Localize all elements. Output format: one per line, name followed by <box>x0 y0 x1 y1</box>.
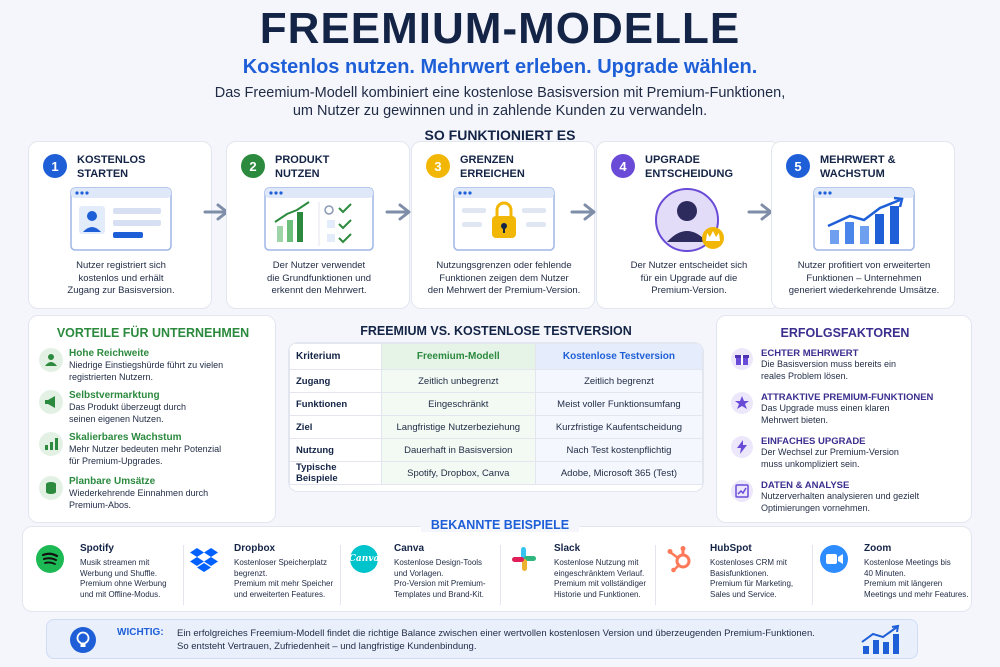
lock-window-icon <box>453 187 555 251</box>
examples-panel <box>22 526 972 612</box>
note-label: WICHTIG: <box>117 627 164 638</box>
canva-logo-icon: Canva <box>349 545 379 573</box>
steps-section-title: SO FUNKTIONIERT ES <box>424 127 576 143</box>
coins-icon <box>39 476 63 500</box>
step-title: UPGRADE ENTSCHEIDUNG <box>645 154 734 180</box>
comparison-table: Kriterium Freemium-Modell Kostenlose Tes… <box>289 343 703 485</box>
step-card-1: 1 KOSTENLOS STARTEN Nutzer registriert s… <box>28 141 212 309</box>
step-card-2: 2 PRODUKT NUTZEN Der Nutzer verwendet di… <box>226 141 410 309</box>
megaphone-icon <box>39 390 63 414</box>
page-description: Das Freemium-Modell kombiniert eine kost… <box>214 85 786 119</box>
step-title: KOSTENLOS STARTEN <box>77 154 146 180</box>
hubspot-logo-icon <box>667 546 691 573</box>
step-title: GRENZEN ERREICHEN <box>460 154 525 180</box>
vorteile-title: VORTEILE FÜR UNTERNEHMEN <box>56 326 250 340</box>
slack-logo-icon <box>512 547 536 571</box>
note-text: Ein erfolgreiches Freemium-Modell findet… <box>177 628 815 652</box>
erfolg-panel: ERFOLGSFAKTOREN ECHTER MEHRWERT Die Basi… <box>716 315 972 523</box>
step-number-badge: 4 <box>611 154 635 178</box>
step-card-3: 3 GRENZEN ERREICHEN Nutzungsgrenzen oder… <box>411 141 595 309</box>
premium-user-icon <box>655 188 724 252</box>
erfolg-title: ERFOLGSFAKTOREN <box>780 326 910 340</box>
arrow-right-icon <box>385 203 411 221</box>
dashboard-window-icon <box>264 187 374 251</box>
comparison-table-panel: Kriterium Freemium-Modell Kostenlose Tes… <box>288 342 704 492</box>
step-number-badge: 1 <box>43 154 67 178</box>
important-note: WICHTIG: Ein erfolgreiches Freemium-Mode… <box>46 619 918 659</box>
step-description: Der Nutzer verwendet die Grundfunktionen… <box>266 260 372 296</box>
step-description: Nutzungsgrenzen oder fehlende Funktionen… <box>427 260 581 296</box>
zoom-logo-icon <box>820 545 848 573</box>
step-number-badge: 2 <box>241 154 265 178</box>
step-card-4: 4 UPGRADE ENTSCHEIDUNG Der Nutzer entsch… <box>596 141 780 309</box>
lightbulb-icon <box>70 627 96 653</box>
lightning-icon <box>731 436 753 458</box>
star-icon <box>731 392 753 414</box>
page-title: FREEMIUM-MODELLE <box>259 4 741 53</box>
growth-chart-icon <box>813 187 915 251</box>
vorteile-panel: VORTEILE FÜR UNTERNEHMEN Hohe Reichweite… <box>28 315 276 523</box>
table-header-row: Kriterium Freemium-Modell Kostenlose Tes… <box>289 343 703 370</box>
spotify-logo-icon <box>36 545 64 573</box>
page-subtitle: Kostenlos nutzen. Mehrwert erleben. Upgr… <box>242 56 758 78</box>
comparison-title: FREEMIUM VS. KOSTENLOSE TESTVERSION <box>360 324 632 338</box>
growth-chart-icon <box>861 624 900 654</box>
analytics-icon <box>731 480 753 502</box>
step-number-badge: 5 <box>786 154 810 178</box>
step-number-badge: 3 <box>426 154 450 178</box>
bar-chart-icon <box>39 432 63 456</box>
step-title: PRODUKT NUTZEN <box>275 154 330 180</box>
signup-window-icon <box>70 187 172 251</box>
gift-icon <box>731 348 753 370</box>
dropbox-logo-icon <box>190 548 218 572</box>
step-description: Der Nutzer entscheidet sich für ein Upgr… <box>630 260 748 296</box>
arrow-right-icon <box>570 203 596 221</box>
step-card-5: 5 MEHRWERT & WACHSTUM Nutzer profitiert … <box>771 141 955 309</box>
step-description: Nutzer profitiert von erweiterten Funkti… <box>788 260 940 296</box>
examples-title: BEKANNTE BEISPIELE <box>0 518 1000 532</box>
users-icon <box>39 348 63 372</box>
step-title: MEHRWERT & WACHSTUM <box>820 154 896 180</box>
step-description: Nutzer registriert sich kostenlos und er… <box>67 260 175 296</box>
